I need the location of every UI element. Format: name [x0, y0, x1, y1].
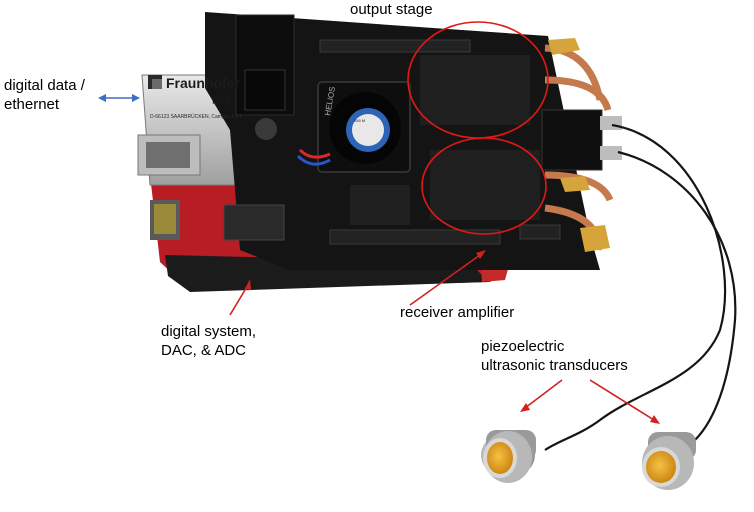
- logo-brand-text: Fraunhofer: [166, 75, 240, 91]
- receiver-amplifier-circle: [421, 137, 547, 235]
- digital-system-arrow: [229, 279, 251, 316]
- digital-system-line-2: DAC, & ADC: [161, 342, 247, 359]
- transducers-line-2: ultrasonic transducers: [481, 357, 628, 374]
- fraunhofer-logo: Fraunhofer IZFP D-66123 SAARBRÜCKEN, Cam…: [148, 75, 242, 120]
- digital-data-line-1: digital data /: [4, 77, 85, 94]
- transducer-arrows: [520, 379, 660, 424]
- receiver-amplifier-arrow: [409, 250, 486, 306]
- transducers-line-1: piezoelectric: [481, 338, 565, 355]
- fan-marking: 255 M: [354, 118, 365, 123]
- transducer-cables: [544, 123, 737, 451]
- sd-card-slot: [150, 200, 180, 240]
- digital-data-label: digital data / ethernet: [4, 76, 85, 114]
- ethernet-arrow: [98, 94, 140, 102]
- digital-system-label: digital system, DAC, & ADC: [161, 322, 256, 360]
- transducer-left: [481, 430, 536, 483]
- rf-connectors: [541, 38, 622, 252]
- logo-address-text: D-66123 SAARBRÜCKEN, Campus E3-1: [150, 113, 242, 120]
- receiver-amplifier-label: receiver amplifier: [400, 304, 515, 321]
- output-stage-label: output stage: [350, 1, 433, 18]
- transducer-right: [642, 432, 696, 490]
- logo-institute-text: IZFP: [212, 96, 232, 106]
- digital-data-line-2: ethernet: [4, 96, 60, 113]
- cooling-fan: [296, 81, 411, 173]
- transducers-label: piezoelectric ultrasonic transducers: [481, 337, 628, 375]
- digital-system-line-1: digital system,: [161, 323, 257, 340]
